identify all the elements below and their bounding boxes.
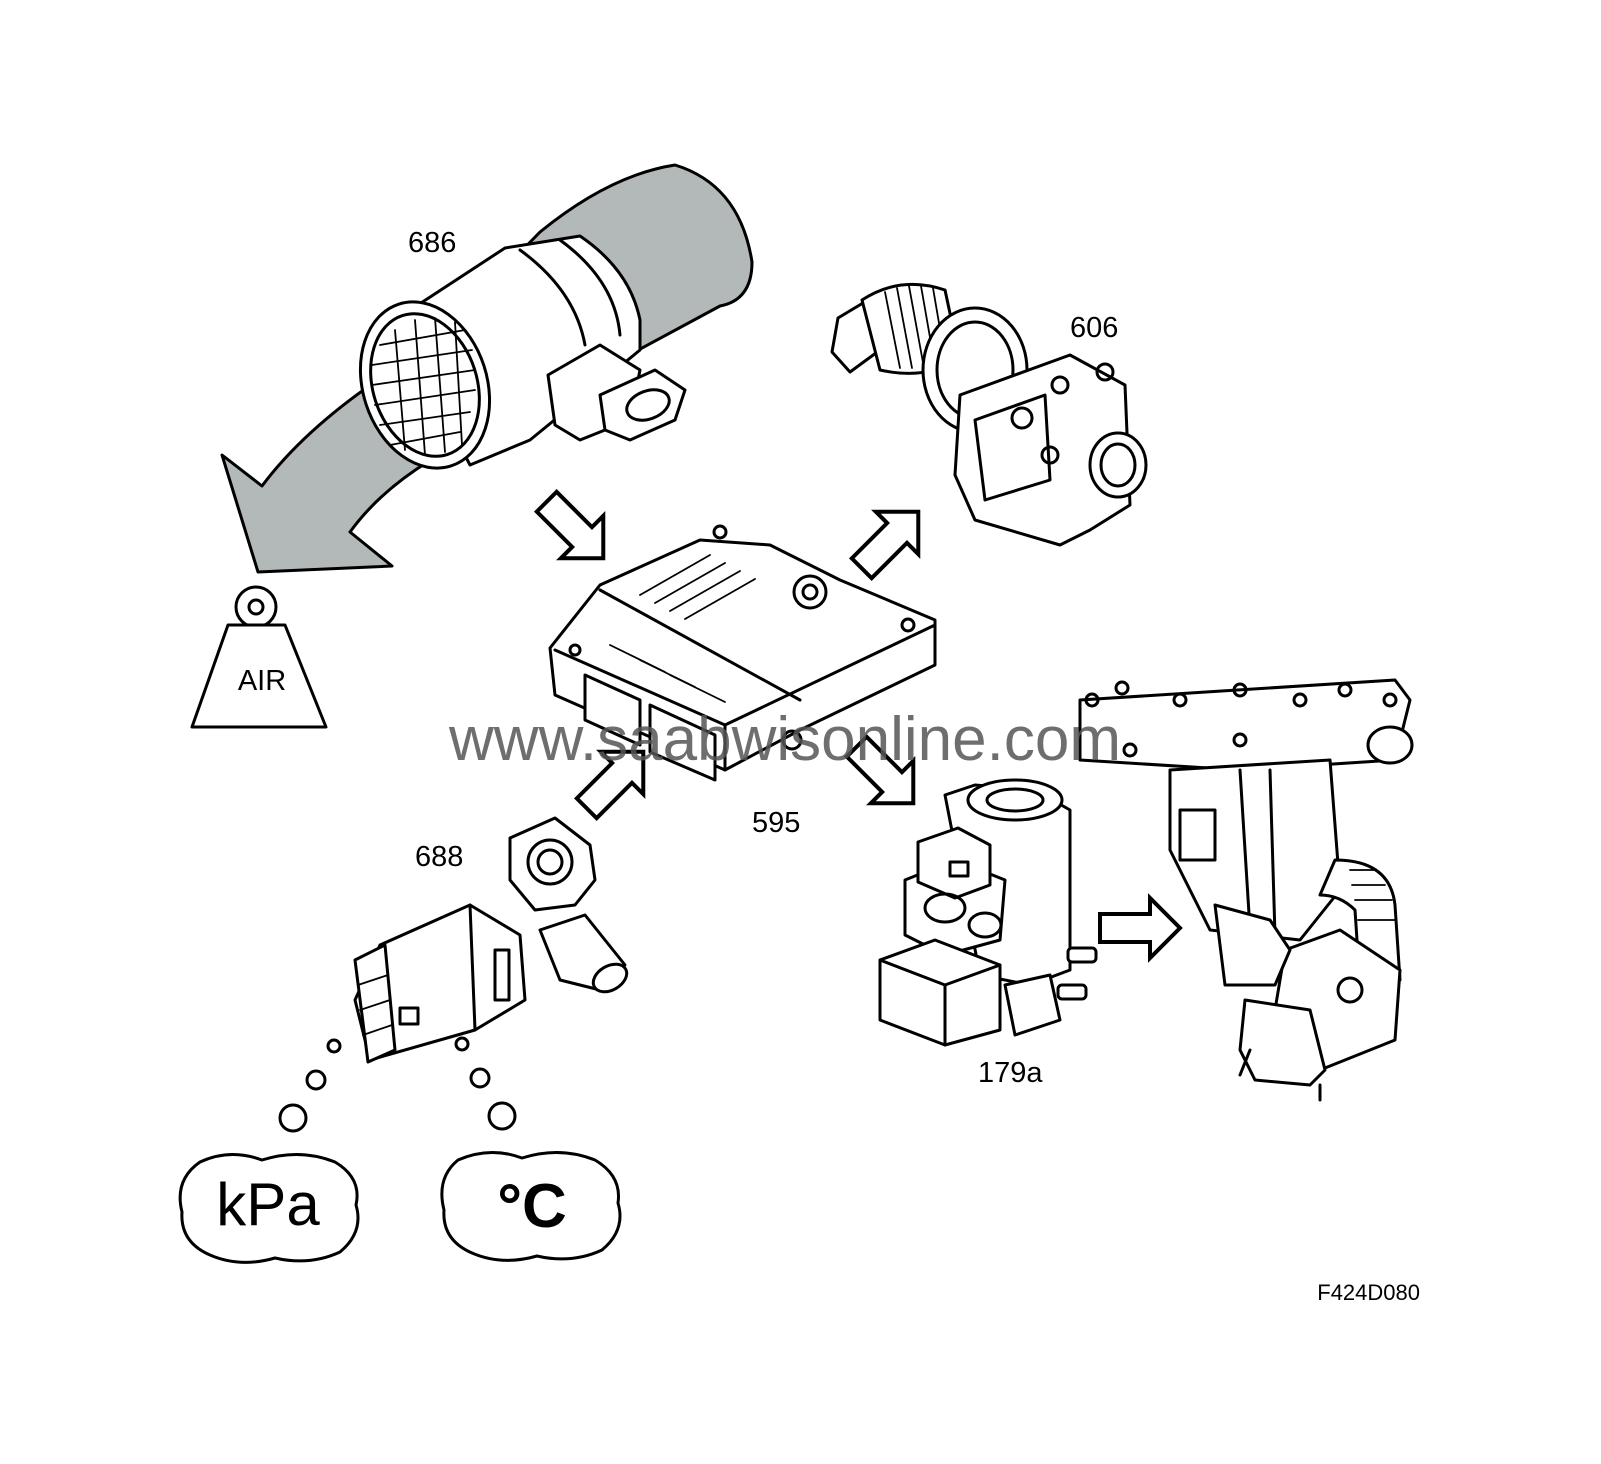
flow-arrow-maf-to-ecm (533, 488, 606, 561)
flow-arrow-solenoid-to-turbo (1098, 893, 1183, 963)
air-weight-icon: AIR (190, 585, 328, 729)
pressure-unit-label: kPa (216, 1171, 320, 1238)
flow-arrows (533, 488, 1183, 963)
solenoid-valve-179a (878, 778, 1098, 1047)
turbo-manifold (1078, 678, 1414, 1102)
flow-arrow-ecm-to-egr (848, 509, 921, 582)
label-686: 686 (408, 227, 456, 259)
temperature-thought-bubble: °C (440, 1036, 622, 1262)
map-sensor-688 (353, 816, 629, 1064)
air-weight-label: AIR (238, 665, 286, 697)
pressure-thought-bubble: kPa (178, 1038, 360, 1264)
figure-code: F424D080 (1317, 1280, 1420, 1305)
flow-arrow-ecm-to-solenoid (843, 733, 916, 806)
ecm-595 (548, 524, 937, 782)
flow-arrow-map-to-ecm (573, 749, 646, 822)
maf-sensor-686 (358, 234, 687, 470)
egr-valve-606 (830, 282, 1148, 547)
label-606: 606 (1070, 312, 1118, 344)
label-688: 688 (415, 841, 463, 873)
label-595: 595 (752, 807, 800, 839)
watermark-text: www.saabwisonline.com (448, 705, 1121, 774)
label-179a: 179a (978, 1057, 1043, 1089)
temperature-unit-label: °C (497, 1172, 567, 1241)
